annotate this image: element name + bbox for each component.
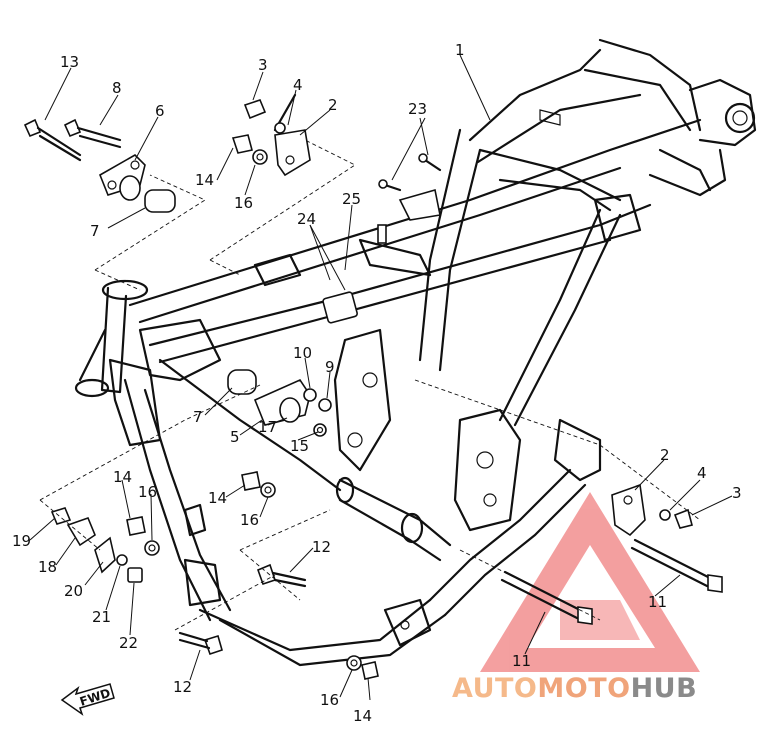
label-7-mid: 7 bbox=[193, 408, 203, 426]
pin-25 bbox=[377, 224, 387, 244]
nut-19 bbox=[50, 507, 72, 525]
label-5: 5 bbox=[230, 428, 240, 446]
watermark-text: AUTOMOTOHUB bbox=[452, 673, 697, 704]
label-7-upper: 7 bbox=[90, 222, 100, 240]
bolt-3-top bbox=[243, 99, 267, 120]
washer-16-top bbox=[252, 149, 268, 165]
motorcycle-frame bbox=[74, 38, 757, 667]
washer-16-mid bbox=[260, 482, 276, 498]
label-16-top: 16 bbox=[234, 194, 253, 212]
label-20: 20 bbox=[64, 582, 83, 600]
label-14-left: 14 bbox=[113, 468, 132, 486]
label-11-lower: 11 bbox=[512, 652, 531, 670]
bolt-8 bbox=[63, 118, 122, 149]
watermark-auto: AUTO bbox=[452, 673, 537, 704]
washer-21 bbox=[116, 554, 128, 566]
plate-2-right bbox=[611, 483, 646, 537]
pin-22 bbox=[127, 567, 143, 583]
label-8: 8 bbox=[112, 79, 122, 97]
label-3-top: 3 bbox=[258, 56, 268, 74]
label-17: 17 bbox=[258, 418, 277, 436]
bush-7-mid bbox=[227, 369, 257, 395]
label-1: 1 bbox=[455, 41, 465, 59]
label-19: 19 bbox=[12, 532, 31, 550]
label-24: 24 bbox=[297, 210, 316, 228]
label-13: 13 bbox=[60, 53, 79, 71]
label-15: 15 bbox=[290, 437, 309, 455]
washer-9 bbox=[318, 398, 332, 412]
spacer-17 bbox=[279, 397, 301, 423]
fwd-label: FWD bbox=[78, 686, 112, 709]
label-14-mid: 14 bbox=[208, 489, 227, 507]
nut-14-top bbox=[231, 134, 253, 154]
svg-text:AUTOMOTOHUB: AUTOMOTOHUB bbox=[452, 673, 697, 704]
label-2-right: 2 bbox=[660, 446, 670, 464]
label-4-right: 4 bbox=[697, 464, 707, 482]
bolt-11-upper bbox=[630, 538, 723, 593]
label-14-top: 14 bbox=[195, 171, 214, 189]
label-21: 21 bbox=[92, 608, 111, 626]
label-6: 6 bbox=[155, 102, 165, 120]
loose-parts bbox=[23, 93, 723, 680]
label-12-low: 12 bbox=[173, 678, 192, 696]
label-14-bottom: 14 bbox=[353, 707, 372, 725]
label-12-mid: 12 bbox=[312, 538, 331, 556]
nut-10 bbox=[303, 388, 317, 402]
fwd-arrow: FWD bbox=[60, 683, 115, 716]
label-25: 25 bbox=[342, 190, 361, 208]
bolt-12-low bbox=[178, 631, 223, 656]
label-10: 10 bbox=[293, 344, 312, 362]
washer-16-left bbox=[144, 540, 160, 556]
label-4-top: 4 bbox=[293, 76, 303, 94]
washer-15 bbox=[313, 423, 327, 437]
label-16-left: 16 bbox=[138, 483, 157, 501]
label-9: 9 bbox=[325, 358, 335, 376]
bolt-3-right bbox=[673, 508, 693, 529]
bolt-13 bbox=[23, 118, 82, 162]
label-16-mid: 16 bbox=[240, 511, 259, 529]
nut-14-bottom bbox=[361, 661, 379, 680]
bolts-23 bbox=[378, 153, 442, 221]
part-18 bbox=[66, 516, 96, 547]
label-3-right: 3 bbox=[732, 484, 742, 502]
washer-4-right bbox=[659, 509, 671, 521]
leader-lines bbox=[29, 54, 733, 701]
nut-14-left bbox=[126, 516, 146, 536]
callout-labels: 1 2 2 3 3 4 4 5 6 7 7 8 9 10 11 11 12 12… bbox=[12, 41, 742, 725]
plate-2-top bbox=[274, 129, 311, 177]
label-22: 22 bbox=[119, 634, 138, 652]
watermark-moto: MOTO bbox=[537, 673, 630, 704]
washer-16-bottom bbox=[346, 655, 362, 671]
label-2-top: 2 bbox=[328, 96, 338, 114]
plate-20 bbox=[94, 536, 116, 574]
alignment-lines bbox=[39, 139, 701, 631]
nut-14-mid bbox=[241, 471, 261, 491]
bush-7-upper bbox=[119, 175, 176, 213]
label-23: 23 bbox=[408, 100, 427, 118]
label-11-right: 11 bbox=[648, 593, 667, 611]
label-18: 18 bbox=[38, 558, 57, 576]
watermark-hub: HUB bbox=[631, 673, 698, 704]
bolt-12-mid bbox=[256, 563, 307, 588]
label-16-bottom: 16 bbox=[320, 691, 339, 709]
